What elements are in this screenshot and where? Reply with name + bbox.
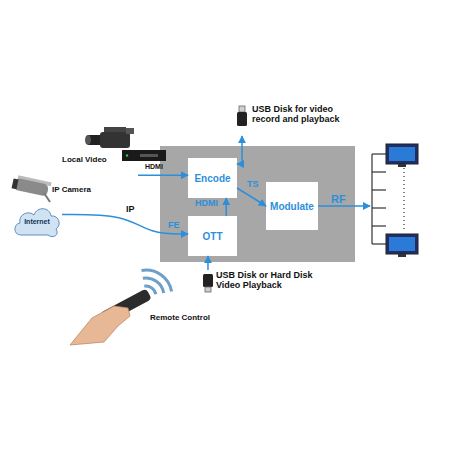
dvr-slot bbox=[140, 154, 158, 157]
usb-connector bbox=[239, 106, 245, 112]
device-caption: USB Disk for video record and playback bbox=[252, 105, 358, 125]
signal-arrow bbox=[207, 256, 209, 270]
tv-stand bbox=[398, 164, 406, 167]
signal-arrow bbox=[225, 198, 227, 216]
usb-connector bbox=[205, 287, 211, 292]
device-chassis bbox=[160, 146, 355, 262]
device-caption: Local Video bbox=[62, 156, 138, 165]
signal-arrow bbox=[237, 188, 266, 206]
camcorder-body bbox=[100, 132, 130, 148]
usb-stick bbox=[237, 112, 247, 126]
cloud-shape bbox=[15, 209, 59, 237]
signal-arrow bbox=[62, 214, 188, 234]
tv-stand bbox=[398, 254, 406, 257]
dvr-light bbox=[126, 154, 128, 156]
signal-wave bbox=[142, 270, 172, 291]
distribution-bus bbox=[371, 154, 372, 244]
camera-lens bbox=[12, 178, 19, 189]
edge-label: IP bbox=[126, 205, 135, 215]
edge-label: HDMI bbox=[195, 199, 218, 209]
bus-tap bbox=[372, 243, 386, 244]
bus-tap bbox=[372, 153, 386, 154]
camcorder-lens-front bbox=[85, 135, 91, 145]
camcorder-handle bbox=[104, 127, 126, 132]
bus-tap bbox=[372, 225, 386, 226]
usb-stick bbox=[203, 274, 213, 287]
signal-arrow bbox=[237, 136, 242, 164]
rf-arrow bbox=[318, 205, 370, 207]
device-label: Remote Control bbox=[150, 314, 210, 323]
dvr-box bbox=[122, 150, 166, 161]
ott-box: OTT bbox=[188, 216, 237, 256]
signal-label: RF bbox=[331, 193, 346, 205]
process-label: Encode bbox=[194, 173, 230, 184]
tv-screen bbox=[389, 147, 415, 161]
edge-label: TS bbox=[247, 180, 259, 190]
edge-label: HDMI bbox=[145, 163, 163, 171]
continuation-dots bbox=[403, 168, 404, 232]
process-label: OTT bbox=[203, 231, 223, 242]
usb-disk: USB Disk or Hard Disk Video Playback bbox=[198, 270, 338, 296]
modulator-box: Modulate bbox=[266, 182, 318, 230]
port-label: FE bbox=[168, 221, 180, 231]
signal-wave bbox=[143, 278, 164, 293]
signal-wave bbox=[144, 286, 156, 294]
tv-screen bbox=[389, 237, 415, 251]
camcorder-viewfinder bbox=[126, 128, 134, 134]
camera-mount bbox=[44, 193, 50, 202]
tv-monitor bbox=[386, 144, 418, 164]
bus-tap bbox=[372, 207, 386, 208]
cloud-label: Internet bbox=[24, 218, 50, 226]
process-label: Modulate bbox=[270, 201, 314, 212]
bus-tap bbox=[372, 171, 386, 172]
bus-tap bbox=[372, 189, 386, 190]
hand-icon bbox=[70, 306, 130, 345]
encoder-box: Encode bbox=[188, 158, 237, 198]
signal-arrow bbox=[138, 174, 188, 176]
device-caption: USB Disk or Hard Disk Video Playback bbox=[216, 271, 336, 291]
tv-monitor bbox=[386, 234, 418, 254]
usb-disk: USB Disk for video record and playback bbox=[234, 102, 358, 136]
local-video-source: Local Video bbox=[58, 125, 138, 182]
camera-label: IP Camera bbox=[52, 186, 91, 195]
internet-cloud: Internet bbox=[12, 203, 62, 241]
